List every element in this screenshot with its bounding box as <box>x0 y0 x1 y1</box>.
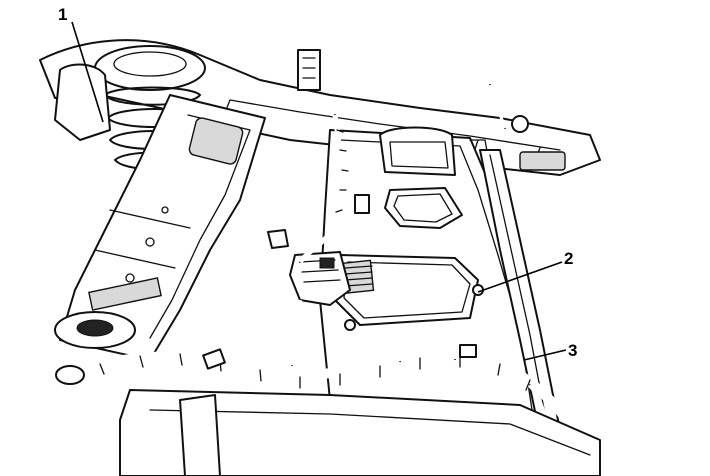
callout-2: 2 <box>477 249 573 293</box>
harness-connector <box>267 229 351 306</box>
callout-label-3: 3 <box>568 341 577 360</box>
callout-label-2: 2 <box>564 249 573 268</box>
harness-clips <box>202 49 529 370</box>
callout-3: 3 <box>523 341 577 361</box>
control-module <box>334 254 484 331</box>
lower-structure <box>55 365 601 476</box>
lower-spring-seat <box>54 311 136 349</box>
callout-label-1: 1 <box>58 5 67 24</box>
callout-1: 1 <box>58 5 104 123</box>
left-frame-rail <box>59 94 266 361</box>
